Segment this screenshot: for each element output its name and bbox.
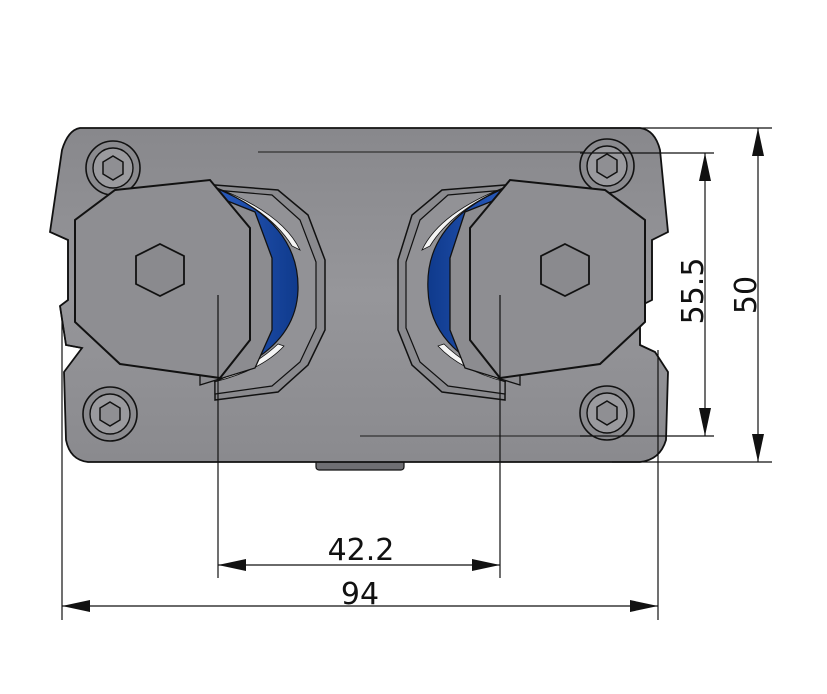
dimension-overall-width: 94 bbox=[62, 577, 658, 612]
dimension-label-overall-width: 94 bbox=[341, 577, 379, 612]
hex-socket-right bbox=[540, 242, 590, 298]
dimension-center-distance: 42.2 bbox=[218, 533, 500, 571]
extension-lines bbox=[61, 127, 772, 620]
piston-rod-left bbox=[74, 178, 326, 401]
dimension-label-overall-height: 50 bbox=[729, 276, 764, 314]
mounting-screw-bottom-left bbox=[82, 386, 138, 442]
mounting-screw-bottom-right bbox=[579, 385, 635, 441]
dimension-label-center-distance: 42.2 bbox=[328, 533, 395, 568]
dimension-mounting-height: 55.5 bbox=[676, 153, 711, 436]
piston-rod-right bbox=[397, 178, 646, 401]
hex-socket-left bbox=[135, 242, 185, 298]
mounting-screw-top-left bbox=[85, 140, 141, 196]
dimension-overall-height: 50 bbox=[729, 128, 764, 462]
dimension-label-mounting-height: 55.5 bbox=[676, 258, 711, 325]
mounting-screw-top-right bbox=[579, 138, 635, 194]
